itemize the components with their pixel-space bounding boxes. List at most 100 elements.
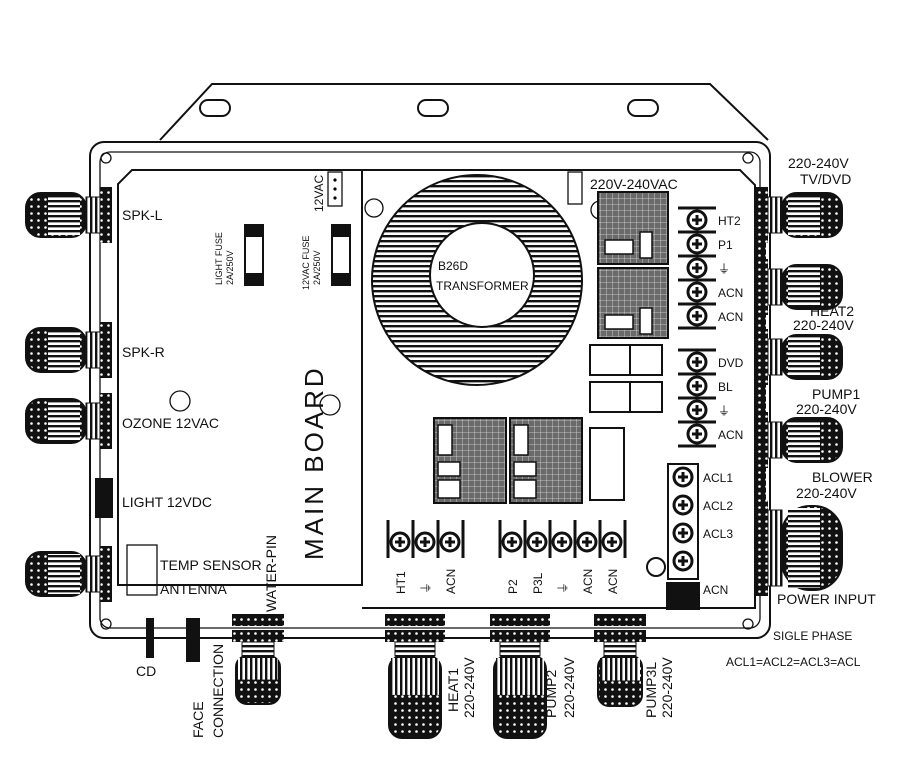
blower-label: BLOWER xyxy=(812,469,873,485)
gland-body xyxy=(767,509,783,587)
cd-connector xyxy=(146,618,154,658)
light-connector xyxy=(95,478,113,518)
terminal-label: DVD xyxy=(718,356,744,370)
pump3l-voltage: 220-240V xyxy=(659,657,675,718)
heat2-gland xyxy=(756,259,843,315)
tvdvd-voltage: 220-240V xyxy=(788,155,849,171)
side-connector-strip xyxy=(754,190,766,570)
pump1-label: PUMP1 xyxy=(812,386,860,402)
pump3l-gland xyxy=(594,614,646,707)
gland-nut xyxy=(100,187,112,243)
gland-body xyxy=(767,268,783,306)
gland-nut xyxy=(232,630,284,642)
mounting-bracket xyxy=(159,83,769,141)
gland-nut xyxy=(232,614,284,626)
heat1-voltage: 220-240V xyxy=(461,657,477,718)
terminal-label: P2 xyxy=(506,579,520,594)
power-input-gland xyxy=(756,500,843,596)
gland-ribs xyxy=(48,330,80,370)
antenna-label: ANTENNA xyxy=(160,581,228,597)
cd-label: CD xyxy=(136,663,156,679)
temp-sensor-label: TEMP SENSOR xyxy=(160,557,262,573)
main-board-label: MAIN BOARD xyxy=(299,365,329,560)
heat1-gland xyxy=(385,614,445,739)
port-labels: SPK-L SPK-R OZONE 12VAC LIGHT 12VDC TEMP… xyxy=(122,155,876,738)
terminal-label: ⏚ xyxy=(419,582,433,594)
pump2-voltage: 220-240V xyxy=(561,657,577,718)
gland-nut xyxy=(100,322,112,378)
transformer-label: TRANSFORMER xyxy=(436,279,529,293)
gland-ribs xyxy=(788,420,820,460)
terminal-label: P3L xyxy=(531,572,545,594)
tvdvd-gland xyxy=(756,187,843,243)
gland-nut xyxy=(490,614,550,626)
gland-nut xyxy=(100,546,112,602)
face-connector xyxy=(186,618,200,662)
gland-body xyxy=(767,421,783,459)
light-label: LIGHT 12VDC xyxy=(122,494,212,510)
main-voltage-label: 220V-240VAC xyxy=(590,176,678,192)
terminal-label: ACN xyxy=(718,310,743,324)
gland-body xyxy=(85,196,101,234)
ground-icon xyxy=(646,557,666,577)
terminal-label: ACL1 xyxy=(703,471,733,485)
water-pin-label: WATER-PIN xyxy=(263,535,279,612)
terminal-label: P1 xyxy=(718,238,733,252)
gland-ribs xyxy=(788,195,820,235)
light-fuse-label: LIGHT FUSE xyxy=(214,232,224,285)
terminal-label: HT1 xyxy=(394,571,408,594)
12vac-fuse-rating: 2A/250V xyxy=(312,250,322,285)
power-input-label: POWER INPUT xyxy=(777,591,876,607)
light-fuse-rating: 2A/250V xyxy=(225,250,235,285)
terminal-label: ACN xyxy=(581,569,595,594)
terminal-label: ⏚ xyxy=(556,582,570,594)
terminal-label: ACN xyxy=(703,583,728,597)
terminal-block-heat: HT1 ⏚ ACN xyxy=(386,520,465,594)
cable-glands xyxy=(25,187,843,739)
gland-ribs xyxy=(788,267,820,307)
terminal-label: ACL3 xyxy=(703,527,733,541)
gland-body xyxy=(767,196,783,234)
gland-nut xyxy=(594,614,646,626)
gland-body xyxy=(394,641,436,657)
terminal-label: BL xyxy=(718,380,733,394)
blower-gland xyxy=(756,412,843,468)
pump3l-label: PUMP3L xyxy=(643,662,659,718)
dip-switch xyxy=(126,544,158,596)
gland-ribs xyxy=(496,658,544,695)
gland-body xyxy=(767,338,783,376)
terminal-label: ACL2 xyxy=(703,499,733,513)
spk-l-label: SPK-L xyxy=(122,207,163,223)
gland-nut xyxy=(385,614,445,626)
gland-body xyxy=(241,641,275,657)
12vac-fuse-label: 12VAC FUSE xyxy=(301,236,311,290)
power-board: 220V-240VAC B26D TRANSFORMER HT2P1⏚ACNAC… xyxy=(362,169,861,669)
spk-l-gland xyxy=(25,187,112,243)
terminal-label: HT2 xyxy=(718,214,741,228)
connection-label: CONNECTION xyxy=(210,644,226,738)
gland-ribs xyxy=(48,195,80,235)
main-board: MAIN BOARD LIGHT FUSE 2A/250V 12VAC FUSE… xyxy=(117,169,363,596)
terminal-label: ACN xyxy=(444,569,458,594)
tvdvd-label: TV/DVD xyxy=(800,171,851,187)
face-label: FACE xyxy=(190,701,206,738)
gland-body xyxy=(85,402,101,440)
gland-ribs xyxy=(48,554,80,594)
heat1-label: HEAT1 xyxy=(445,668,461,712)
ozone-gland xyxy=(25,393,112,449)
gland-ribs xyxy=(238,658,278,680)
blower-voltage: 220-240V xyxy=(796,485,857,501)
pump1-voltage: 220-240V xyxy=(796,401,857,417)
note-acl: ACL1=ACL2=ACL3=ACL xyxy=(726,655,861,669)
gland-ribs xyxy=(391,658,439,695)
terminal-label: ACN xyxy=(718,286,743,300)
temp-sensor-gland xyxy=(25,546,112,602)
gland-body xyxy=(499,641,541,657)
pump1-gland xyxy=(756,329,843,385)
gland-ribs xyxy=(788,337,820,377)
gland-body xyxy=(85,555,101,593)
acn-terminal xyxy=(666,582,700,610)
